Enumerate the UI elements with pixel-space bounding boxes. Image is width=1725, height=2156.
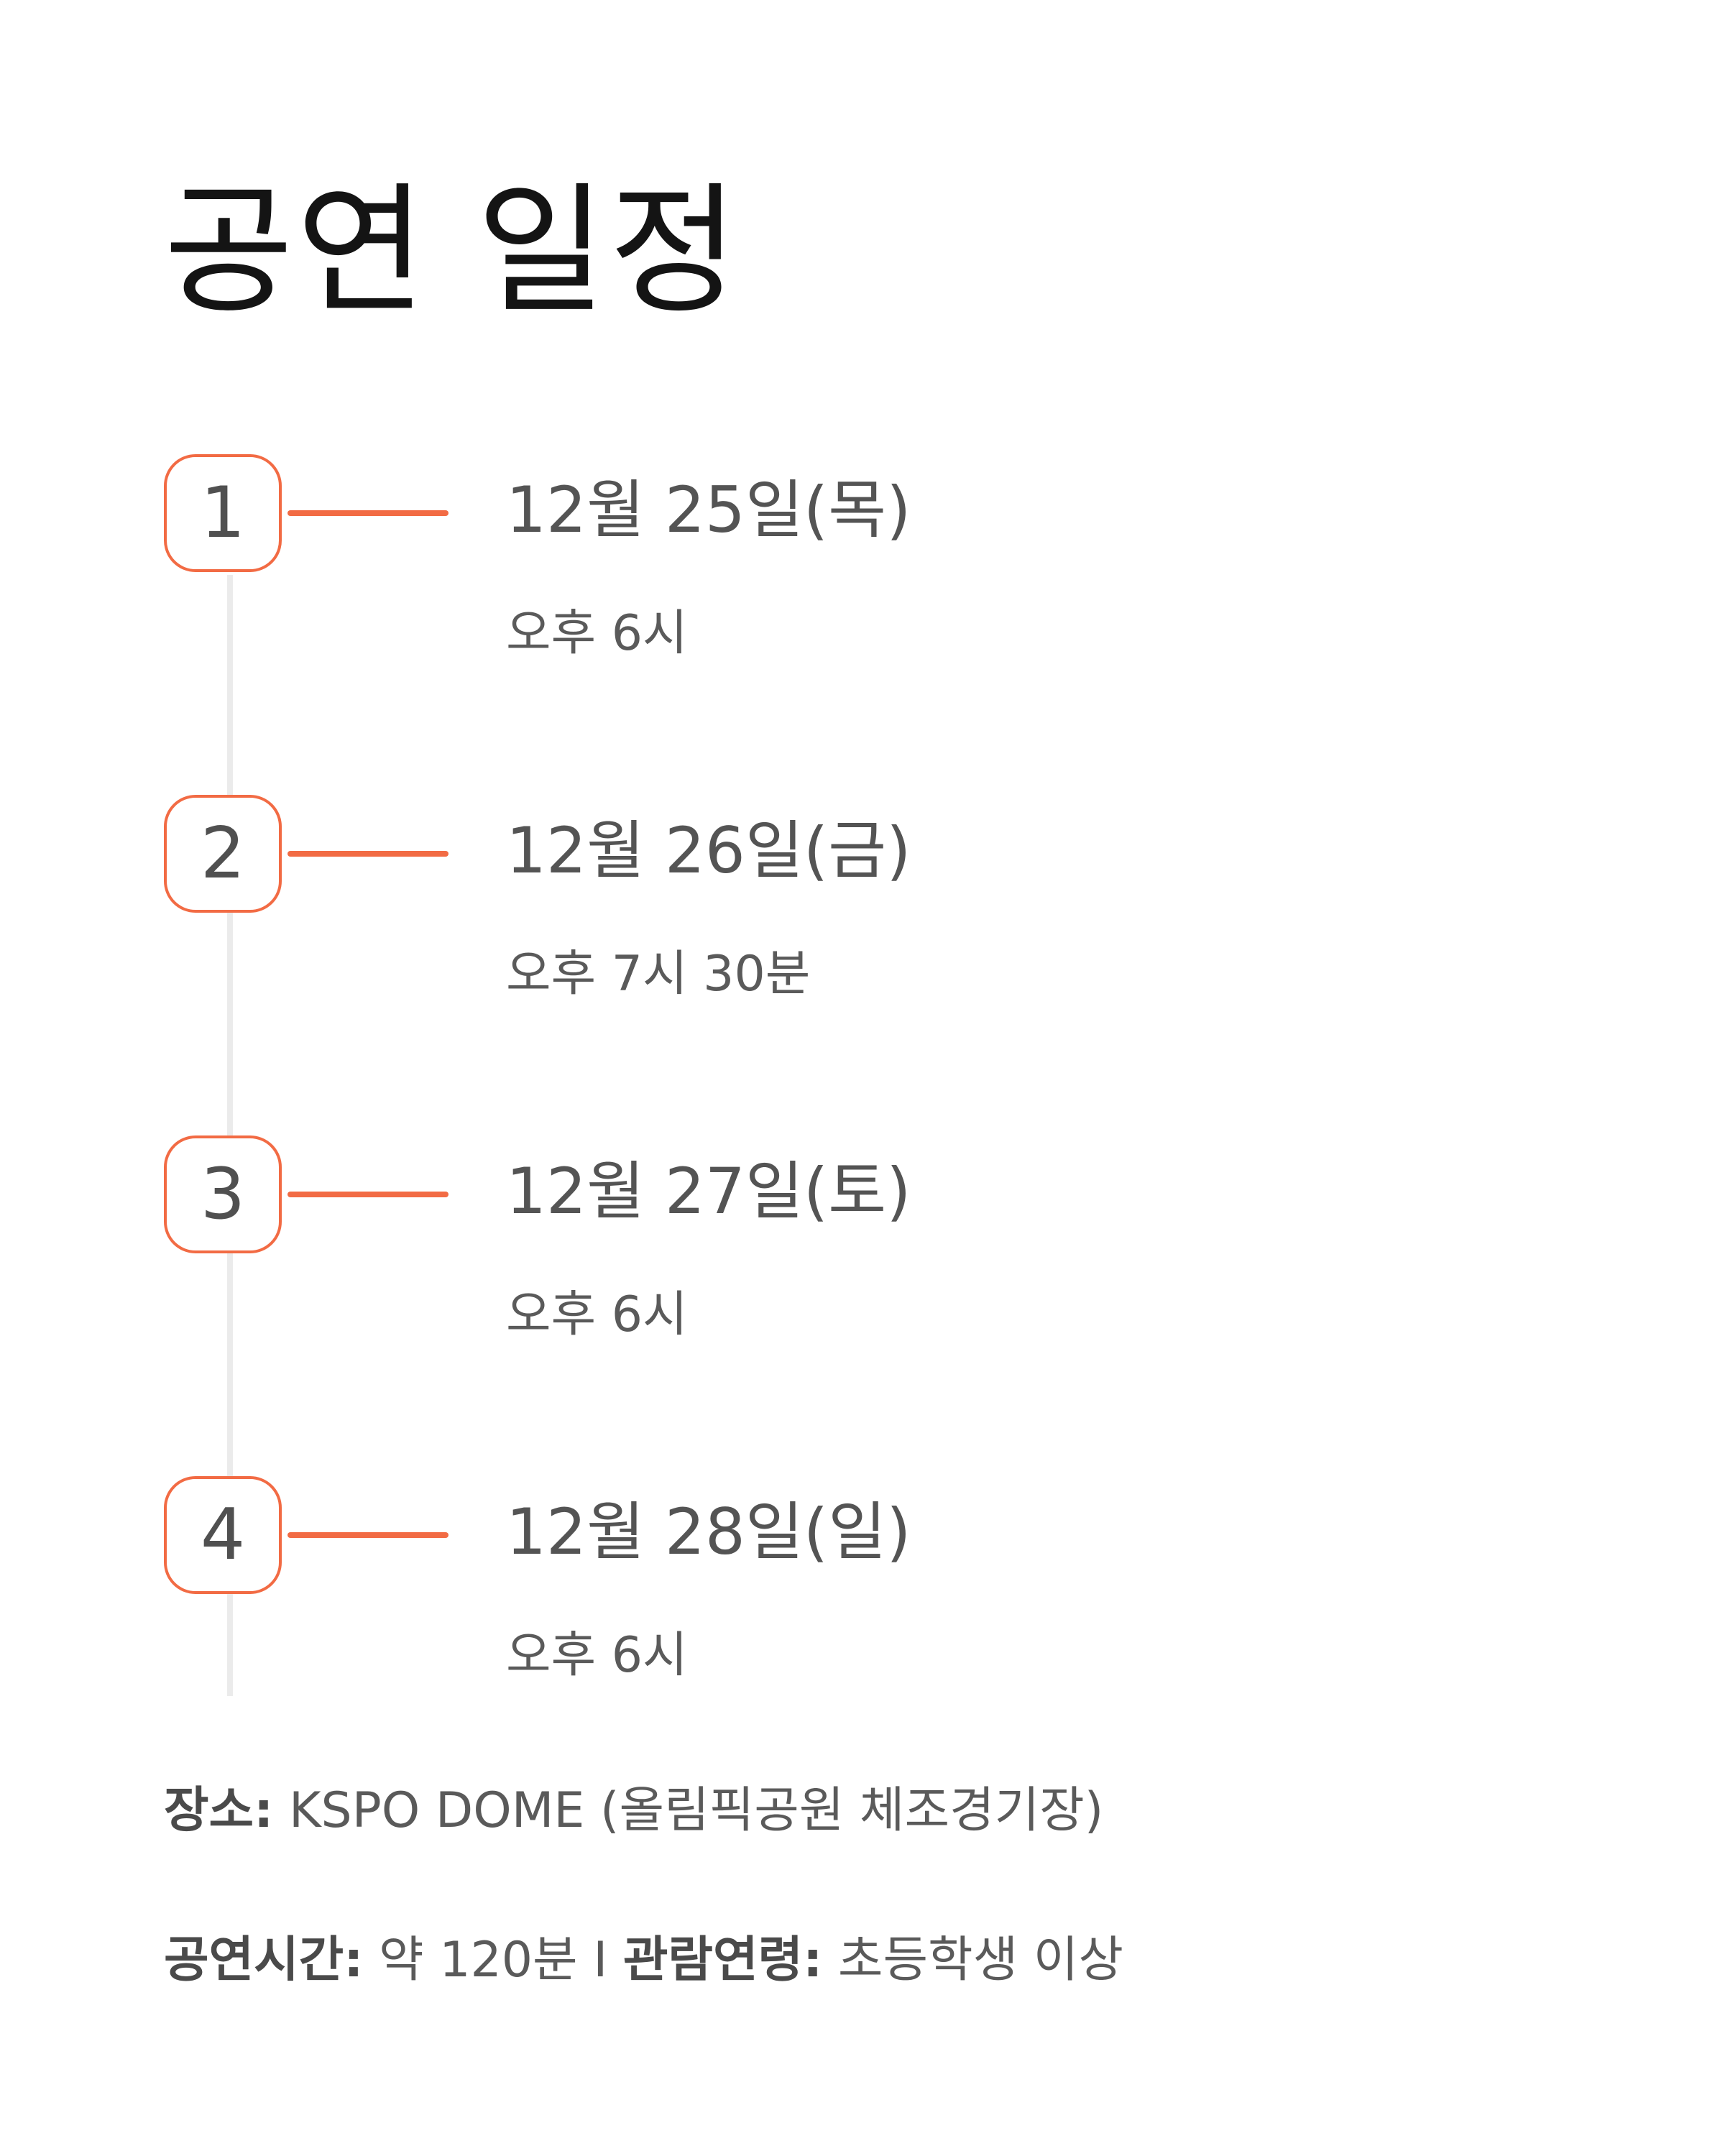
step-badge-2: 2 <box>164 795 282 913</box>
schedule-item-4: 4 12월 28일(일) 오후 6시 <box>164 1476 1314 1706</box>
schedule-item-2: 2 12월 26일(금) 오후 7시 30분 <box>164 795 1314 1025</box>
age-value: 초등학생 이상 <box>822 1932 1123 1989</box>
schedule-time: 오후 7시 30분 <box>506 946 811 1003</box>
schedule-date: 12월 27일(토) <box>506 1154 911 1228</box>
step-badge-1: 1 <box>164 454 282 572</box>
step-badge-4: 4 <box>164 1476 282 1594</box>
schedule-date: 12월 28일(일) <box>506 1495 911 1569</box>
schedule-time: 오후 6시 <box>506 605 688 662</box>
duration-age-info: 공연시간: 약 120분 I 관람연령: 초등학생 이상 <box>164 1926 1123 1995</box>
schedule-item-1: 1 12월 25일(목) 오후 6시 <box>164 454 1314 684</box>
venue-info: 장소: KSPO DOME (올림픽공원 체조경기장) <box>164 1777 1103 1846</box>
duration-value: 약 120분 I <box>363 1932 623 1989</box>
age-label: 관람연령: <box>622 1932 823 1989</box>
connector-line <box>288 1192 448 1197</box>
connector-line <box>288 510 448 516</box>
connector-line <box>288 851 448 857</box>
step-badge-3: 3 <box>164 1135 282 1253</box>
schedule-item-3: 3 12월 27일(토) 오후 6시 <box>164 1135 1314 1365</box>
page-title: 공연 일정 <box>164 170 742 333</box>
schedule-timeline: 1 12월 25일(목) 오후 6시 2 12월 26일(금) 오후 7시 30… <box>164 454 1314 1706</box>
schedule-date: 12월 26일(금) <box>506 814 911 888</box>
connector-line <box>288 1532 448 1538</box>
duration-label: 공연시간: <box>164 1932 364 1989</box>
schedule-date: 12월 25일(목) <box>506 473 911 547</box>
schedule-time: 오후 6시 <box>506 1286 688 1343</box>
venue-value: KSPO DOME (올림픽공원 체조경기장) <box>273 1782 1104 1839</box>
schedule-time: 오후 6시 <box>506 1627 688 1684</box>
venue-label: 장소: <box>164 1782 274 1839</box>
